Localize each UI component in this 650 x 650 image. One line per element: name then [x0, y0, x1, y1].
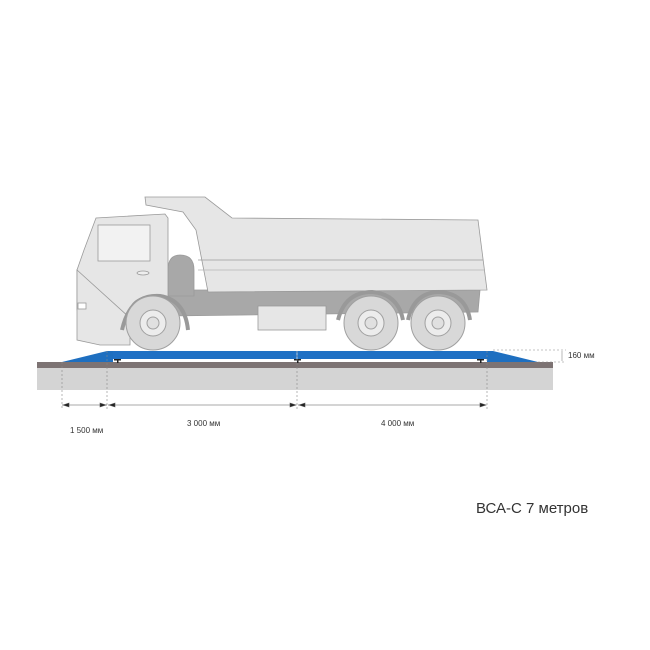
ramp-length-label: 1 500 мм: [70, 426, 104, 435]
ground-surface: [37, 362, 553, 368]
wheels: [125, 295, 466, 351]
section1-length-label: 3 000 мм: [187, 419, 221, 428]
dimension-lines: [61, 349, 566, 410]
dimension-arrows: [62, 402, 487, 408]
scale-platform: [62, 351, 538, 363]
section2-length-label: 4 000 мм: [381, 419, 415, 428]
ground-base: [37, 368, 553, 390]
height-label: 160 мм: [568, 351, 595, 360]
model-title: ВСА-С 7 метров: [476, 500, 589, 517]
